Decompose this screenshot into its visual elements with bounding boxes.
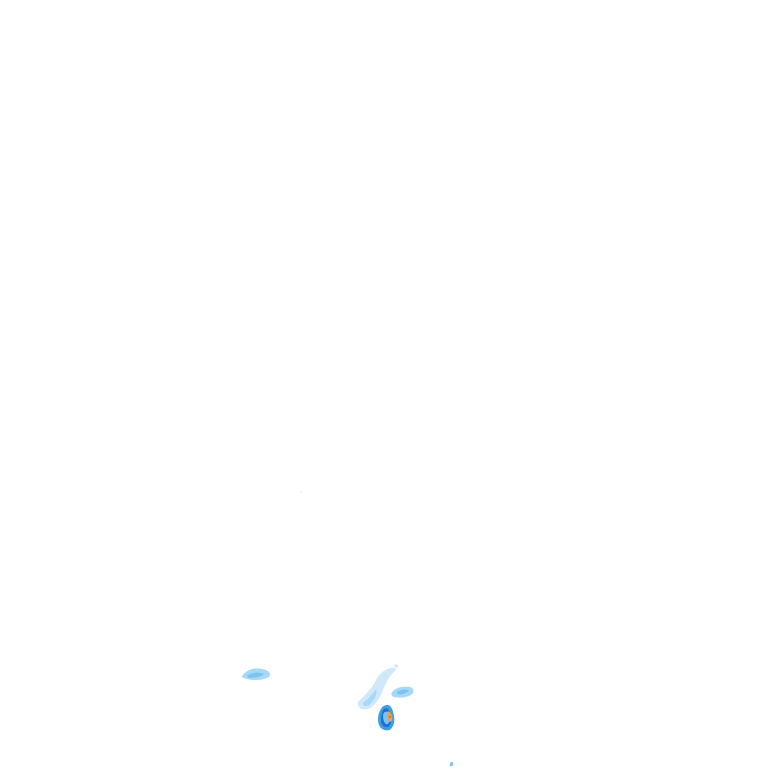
rain-echo-right <box>391 686 414 698</box>
rain-echo-speck <box>299 490 303 494</box>
rain-echo-bottom <box>450 761 453 767</box>
storm-cell <box>377 704 395 731</box>
rain-echo-left <box>241 668 271 681</box>
rain-echo-center-band <box>357 664 398 710</box>
